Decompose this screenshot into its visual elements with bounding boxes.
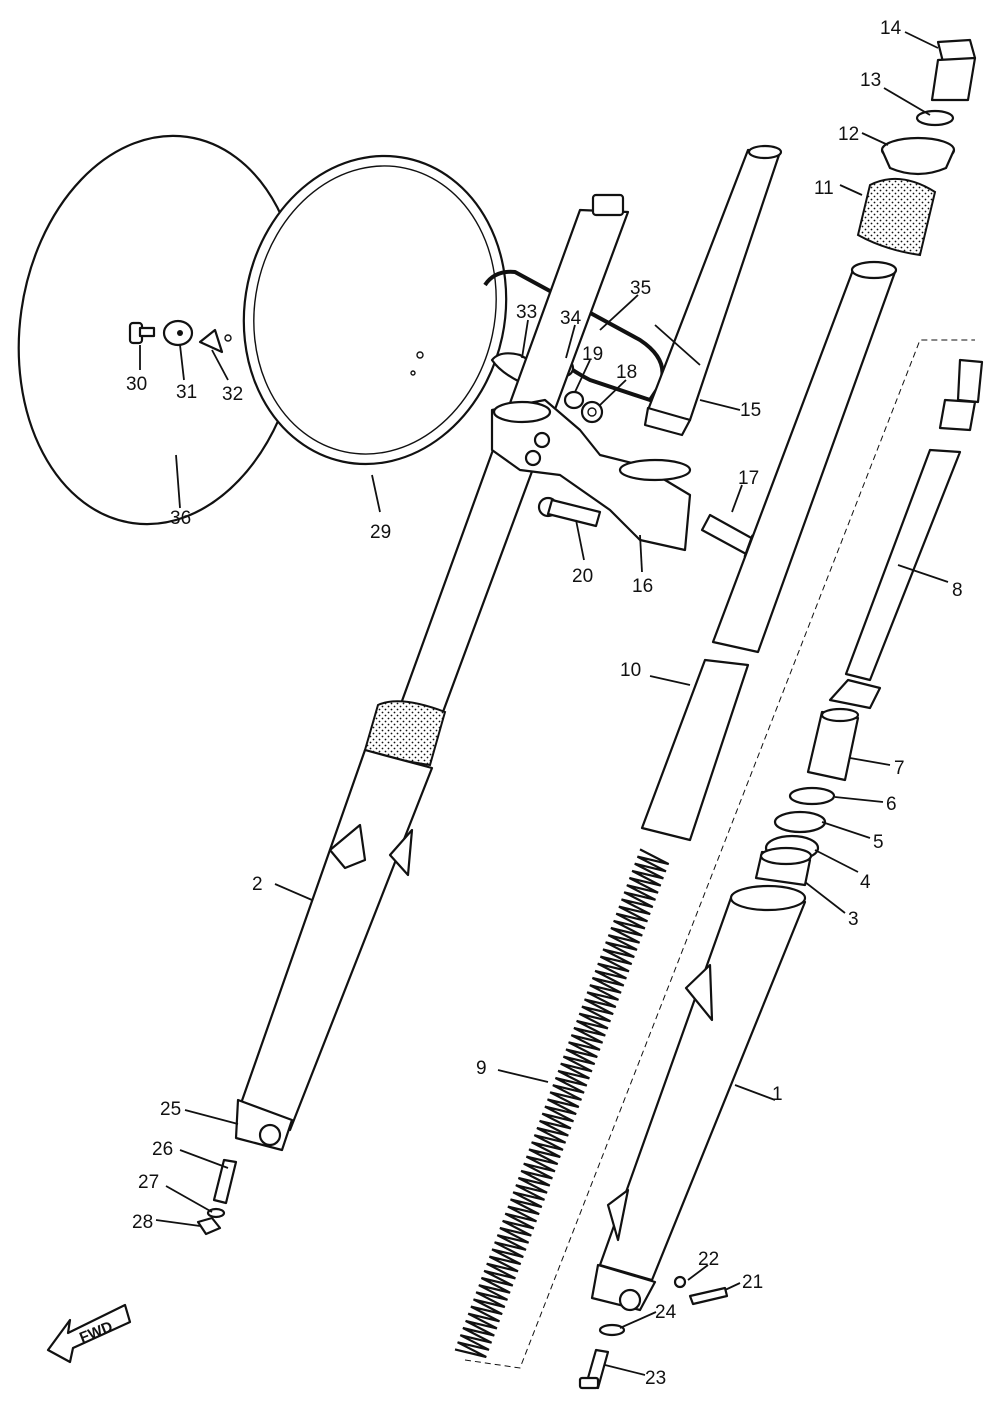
part-label-32: 32 [222, 384, 243, 405]
part-label-30: 30 [126, 374, 147, 395]
screw-21 [688, 1286, 729, 1306]
stud-26 [212, 1158, 238, 1205]
part-label-17: 17 [738, 468, 759, 489]
part-label-21: 21 [742, 1272, 763, 1293]
screw-30 [128, 321, 156, 345]
part-label-2: 2 [252, 874, 263, 895]
part-label-9: 9 [476, 1058, 487, 1079]
part-label-36: 36 [170, 508, 191, 529]
left-fork-outer-tube-2 [234, 748, 434, 1152]
part-label-19: 19 [582, 344, 603, 365]
o-ring-13 [915, 109, 955, 127]
fork-spring-9 [454, 848, 670, 1359]
washer-18 [580, 400, 604, 424]
headlight-rim-29 [242, 154, 508, 466]
part-label-7: 7 [894, 758, 905, 779]
fork-tube-upper [711, 260, 898, 654]
part-label-34: 34 [560, 308, 582, 329]
part-label-26: 26 [152, 1139, 173, 1160]
part-label-5: 5 [873, 832, 884, 853]
nut-28 [196, 1216, 222, 1236]
part-label-11: 11 [814, 178, 834, 199]
part-label-28: 28 [132, 1212, 153, 1233]
part-label-22: 22 [698, 1249, 719, 1270]
part-label-31: 31 [176, 382, 197, 403]
part-label-6: 6 [886, 794, 897, 815]
damper-rod-8 [828, 358, 984, 710]
part-label-20: 20 [572, 566, 593, 587]
alignment-lines [139, 329, 975, 1369]
part-label-16: 16 [632, 576, 653, 597]
part-label-1: 1 [772, 1084, 783, 1105]
leader-lines [139, 31, 949, 1376]
under-bracket-16 [490, 398, 692, 552]
dust-cover-11 [856, 177, 937, 257]
part-label-14: 14 [880, 18, 902, 39]
part-label-12: 12 [838, 124, 859, 145]
part-label-25: 25 [160, 1099, 181, 1120]
part-labels: 1 2 3 4 5 6 7 8 9 10 11 12 13 14 15 16 1… [126, 18, 963, 1389]
part-label-10: 10 [620, 660, 641, 681]
fwd-direction-arrow: FWD [46, 1303, 132, 1364]
right-fork-outer-tube-1 [590, 884, 807, 1312]
washer-5 [773, 810, 827, 834]
washer-22 [673, 1275, 687, 1289]
part-label-18: 18 [616, 362, 637, 383]
bolt-20 [537, 496, 602, 528]
fork-tube-10 [640, 658, 750, 842]
part-label-24: 24 [655, 1302, 677, 1323]
part-label-15: 15 [740, 400, 761, 421]
clip-32 [198, 328, 232, 354]
part-label-23: 23 [645, 1368, 666, 1389]
part-label-3: 3 [848, 909, 859, 930]
part-label-29: 29 [370, 522, 391, 543]
part-label-8: 8 [952, 580, 963, 601]
part-label-33: 33 [516, 302, 537, 323]
drain-bolt-23 [578, 1348, 610, 1390]
part-label-27: 27 [138, 1172, 159, 1193]
gasket-24 [598, 1323, 626, 1337]
cap-bolt-14 [930, 38, 977, 102]
circlip-6 [788, 786, 836, 806]
part-label-13: 13 [860, 70, 881, 91]
bushing-3 [754, 846, 813, 887]
spacer-ring-12 [880, 136, 956, 176]
washer-19 [563, 390, 585, 410]
washer-31 [162, 319, 194, 347]
part-label-35: 35 [630, 278, 651, 299]
damper-seat-7 [806, 707, 860, 782]
part-label-4: 4 [860, 872, 871, 893]
fwd-label: FWD [77, 1318, 115, 1347]
right-fork-inner-tube-15 [643, 144, 783, 437]
